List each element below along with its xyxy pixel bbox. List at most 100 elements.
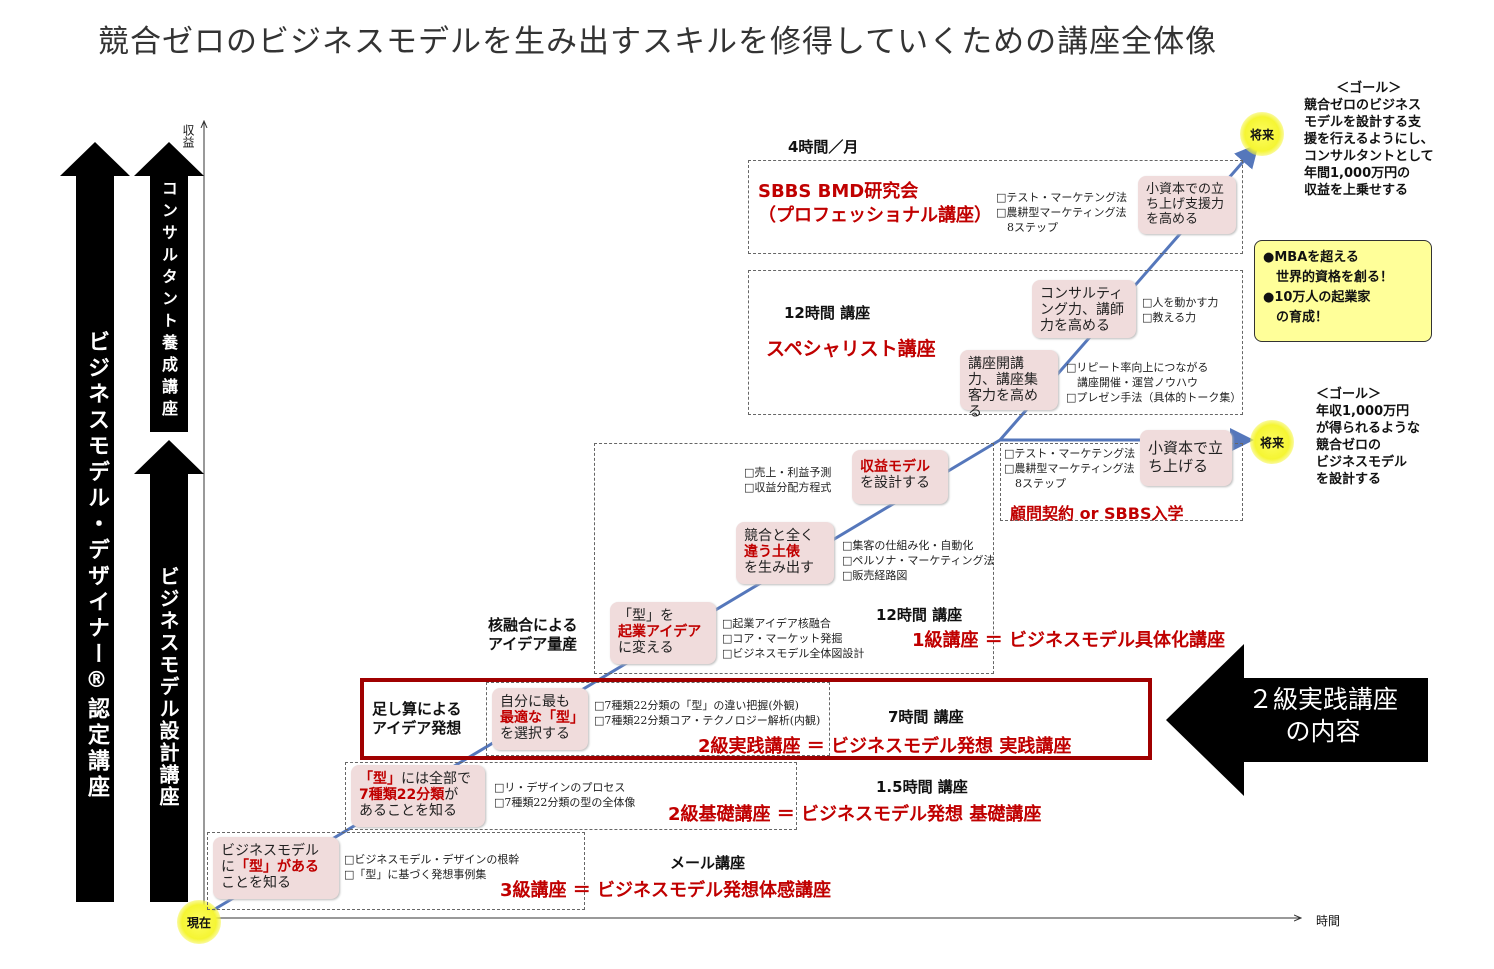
research-title: SBBS BMD研究会 （プロフェッショナル講座） — [758, 180, 992, 228]
level2b-red1: 「型」 — [359, 771, 401, 787]
level1-step2-box: 競合と全く 違う土俵 を生み出す — [736, 522, 834, 584]
goal-line: ＜ゴール＞ — [1316, 387, 1382, 402]
level2b-mid: には全部で — [401, 771, 471, 787]
goal-mid: ＜ゴール＞ 年収1,000万円 が得られるような 競合ゼロの ビジネスモデル を… — [1316, 386, 1420, 488]
step3-red: 収益モデル — [860, 459, 930, 475]
check-item: □ビジネスモデル・デザインの根幹 — [344, 853, 520, 866]
step2-line1: 競合と全く — [744, 528, 814, 544]
upper-arrow-label: コンサルタント養成講座 — [159, 180, 178, 422]
check-item: □販売経路図 — [842, 569, 908, 582]
note-box: ●MBAを超える 世界的資格を創る！ ●10万人の起業家 の育成！ — [1254, 240, 1432, 342]
specialist-title: スペシャリスト講座 — [766, 338, 936, 360]
check-item: 講座開催・運営ノウハウ — [1066, 376, 1198, 389]
callout-label: ２級実践講座 の内容 — [1228, 684, 1418, 748]
check-item: □コア・マーケット発掘 — [722, 632, 843, 645]
step3-line2: を設計する — [860, 475, 930, 491]
level2p-title: 2級実践講座 ＝ ビジネスモデル発想 実践講座 — [698, 736, 1072, 757]
level2b-checks: □リ・デザインのプロセス □7種類22分類の型の全体像 — [494, 780, 635, 810]
check-item: □テスト・マーケテング法 — [1004, 447, 1136, 460]
level1-side-label: 核融合による アイデア量産 — [488, 616, 578, 654]
start-marker: 現在 — [177, 900, 221, 944]
side-label-line: アイデア発想 — [372, 719, 462, 737]
check-item: □リピート率向上につながる — [1066, 361, 1209, 374]
side-label-line: 核融合による — [488, 616, 578, 634]
page-title: 競合ゼロのビジネスモデルを生み出すスキルを修得していくための講座全体像 — [98, 24, 1218, 60]
level3-checks: □ビジネスモデル・デザインの根幹 □「型」に基づく発想事例集 — [344, 852, 519, 882]
step2-red: 違う土俵 — [744, 544, 800, 560]
level2b-box: 「型」には全部で 7種類22分類が あることを知る — [351, 765, 485, 827]
level2p-side-label: 足し算による アイデア発想 — [372, 700, 462, 738]
goal-line: モデルを設計する支 — [1304, 115, 1422, 130]
advisory-checks: □テスト・マーケテング法 □農耕型マーケティング法 8ステップ — [1004, 446, 1135, 491]
check-item: □7種類22分類の型の全体像 — [494, 796, 636, 809]
research-checks: □テスト・マーケテング法 □農耕型マーケティング法 8ステップ — [996, 190, 1127, 235]
step1-line1: 「型」を — [618, 608, 674, 624]
note-line: の育成！ — [1263, 310, 1329, 325]
research-title-line: （プロフェッショナル講座） — [758, 205, 992, 226]
level1-step3-box: 収益モデル を設計する — [852, 450, 948, 504]
advisory-frame — [1000, 443, 1243, 521]
check-item: □起業アイデア核融合 — [722, 617, 831, 630]
goal-line: 競合ゼロの — [1316, 438, 1382, 453]
note-line: ●10万人の起業家 — [1263, 290, 1371, 305]
goal-line: を設計する — [1316, 472, 1382, 487]
check-item: 8ステップ — [996, 221, 1058, 234]
level2b-line3: あることを知る — [359, 803, 457, 819]
step1-line3: に変える — [618, 640, 674, 656]
level2b-title: 2級基礎講座 ＝ ビジネスモデル発想 基礎講座 — [668, 804, 1042, 825]
level1-step3-checks: □売上・利益予測 □収益分配方程式 — [744, 465, 831, 495]
check-item: □農耕型マーケティング法 — [1004, 462, 1135, 475]
lower-arrow — [134, 440, 204, 902]
goal-line: 収益を上乗せする — [1304, 183, 1409, 198]
level1-hours: 12時間 講座 — [876, 606, 963, 624]
goal-top: ＜ゴール＞ 競合ゼロのビジネス モデルを設計する支 援を行えるようにし、 コンサ… — [1304, 80, 1434, 199]
side-label-line: 足し算による — [372, 700, 462, 718]
level2p-line1: 自分に最も — [500, 694, 570, 710]
goal-line: ＜ゴール＞ — [1336, 81, 1402, 96]
goal-line: ビジネスモデル — [1316, 455, 1408, 470]
level2b-hours: 1.5時間 講座 — [876, 778, 968, 796]
x-axis-label: 時間 — [1316, 914, 1341, 928]
specialist-box1: 講座開講力、講座集客力を高める — [960, 350, 1058, 420]
check-item: □人を動かす力 — [1142, 296, 1219, 309]
check-item: □「型」に基づく発想事例集 — [344, 868, 487, 881]
lower-arrow-label: ビジネスモデル設計講座 — [156, 566, 180, 808]
level3-box: ビジネスモデル に「型」がある ことを知る — [213, 837, 339, 899]
level2p-line3: を選択する — [500, 726, 570, 742]
goal-line: が得られるような — [1316, 421, 1421, 436]
level2b-frame — [345, 762, 797, 830]
goal-line: 年間1,000万円の — [1304, 166, 1411, 181]
outer-arrow-label: ビジネスモデル・デザイナー®認定講座 — [84, 330, 109, 801]
level3-box-red: 「型」がある — [235, 859, 319, 875]
check-item: □ビジネスモデル全体図設計 — [722, 647, 865, 660]
goal-line: 年収1,000万円 — [1316, 404, 1410, 419]
level2b-mid2: が — [444, 787, 459, 803]
specialist-box1-checks: □リピート率向上につながる 講座開催・運営ノウハウ □プレゼン手法（具体的トーク… — [1066, 360, 1241, 405]
advisory-title: 顧問契約 or SBBS入学 — [1010, 504, 1184, 523]
goal-line: 援を行えるようにし、 — [1304, 132, 1434, 147]
check-item: □リ・デザインのプロセス — [494, 781, 626, 794]
specialist-box2-checks: □人を動かす力 □教える力 — [1142, 295, 1218, 325]
goal-line: 競合ゼロのビジネス — [1304, 98, 1422, 113]
check-item: □ペルソナ・マーケティング法 — [842, 554, 995, 567]
level2p-highlight-frame — [360, 678, 1152, 760]
check-item: □農耕型マーケティング法 — [996, 206, 1127, 219]
specialist-frame — [748, 270, 1243, 415]
upper-arrow — [134, 142, 204, 432]
check-item: 8ステップ — [1004, 477, 1066, 490]
level1-step2-checks: □集客の仕組み化・自動化 □ペルソナ・マーケティング法 □販売経路図 — [842, 538, 995, 583]
side-label-line: アイデア量産 — [488, 635, 578, 653]
level3-frame — [207, 832, 585, 910]
level3-box-line3: ことを知る — [221, 875, 291, 891]
callout-arrow — [1166, 644, 1428, 796]
research-frame — [748, 160, 1243, 254]
level1-frame — [594, 443, 994, 674]
level2p-frame — [486, 682, 830, 756]
check-item: □プレゼン手法（具体的トーク集） — [1066, 391, 1242, 404]
check-item: □教える力 — [1142, 311, 1197, 324]
outer-arrow — [60, 142, 130, 902]
note-line: 世界的資格を創る！ — [1263, 270, 1394, 285]
step2-line3: を生み出す — [744, 560, 814, 576]
level2b-red2: 7種類22分類 — [359, 787, 445, 803]
level3-hours: メール講座 — [670, 854, 746, 872]
